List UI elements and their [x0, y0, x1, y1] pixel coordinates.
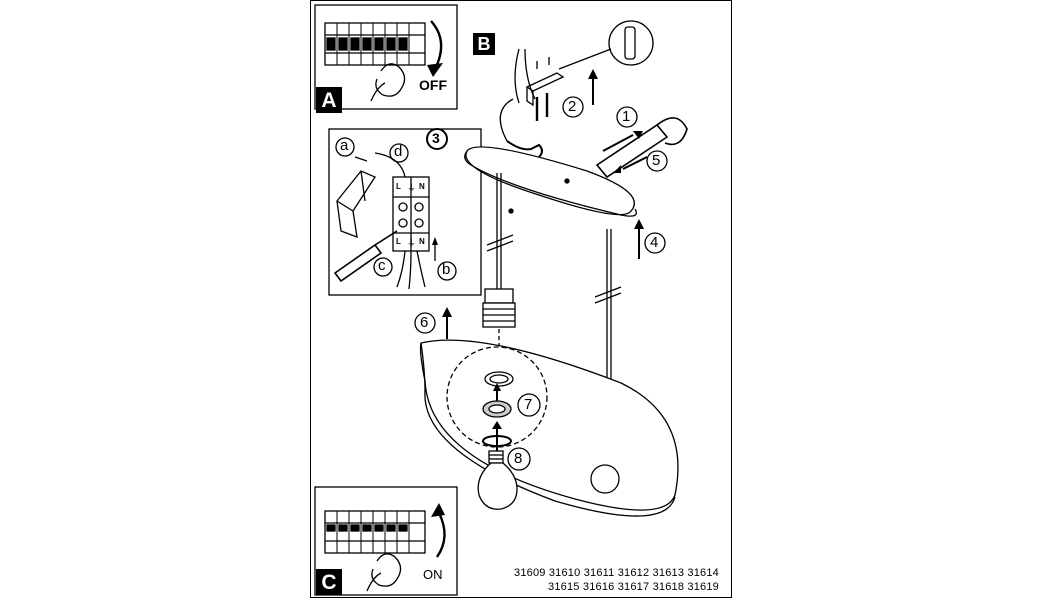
product-codes-line-1: 31609 31610 31611 31612 31613 31614: [514, 567, 719, 579]
hand-icon-c: [366, 553, 402, 592]
bulb-icon-second: [590, 464, 620, 494]
breaker-switch-icon: [324, 22, 426, 66]
product-codes-line-2: 31615 31616 31617 31618 31619: [548, 581, 719, 593]
wiring-part-a: a: [340, 137, 349, 154]
step-1-circle: [616, 106, 638, 128]
rotate-arrow-icon: [482, 421, 512, 451]
wiring-step-label: 3: [432, 130, 440, 146]
assembly-diagram: [314, 4, 688, 596]
lamp-shade: [419, 339, 679, 517]
label-d-circle: [389, 143, 409, 163]
ring-icon: [482, 371, 514, 418]
step-7-label: 7: [524, 396, 533, 413]
step-8-label: 8: [514, 450, 523, 467]
instruction-sheet: A OFF B 3 a d c b L ⏚ N L ⏚ N 1 2 4 5 6 …: [310, 0, 732, 598]
step-4-circle: [644, 232, 666, 254]
wiring-part-d: d: [394, 143, 403, 160]
step-8-circle: [507, 447, 531, 471]
label-b-circle: [437, 261, 457, 281]
mains-cable: [499, 48, 536, 142]
lamp-holder-icon: [482, 288, 516, 328]
label-a-circle: [335, 137, 355, 157]
zoom-ring-circle: [446, 346, 548, 448]
step-6-label: 6: [420, 314, 429, 331]
wiring-part-c: c: [378, 257, 386, 274]
step-5-circle: [646, 150, 668, 172]
terminal-top-n: N: [419, 182, 425, 191]
panel-wiring: [328, 128, 482, 296]
panel-a-letter: A: [316, 87, 342, 113]
suspension-rods: [486, 173, 622, 397]
panel-a-action-label: OFF: [419, 77, 447, 93]
step-2-label: 2: [568, 98, 577, 115]
wiring-part-b: b: [442, 261, 451, 278]
hand-icon: [370, 63, 406, 102]
step-7-circle: [517, 393, 541, 417]
step-4-label: 4: [650, 234, 659, 251]
bulb-icon: [477, 450, 518, 510]
screwdriver-icon: [333, 230, 398, 283]
zoom-wall-plug-circle: [608, 20, 654, 66]
panel-c-action-label: ON: [423, 567, 443, 582]
breaker-switch-icon-on: [324, 510, 426, 554]
terminal-block-icon: [392, 176, 430, 252]
bracket-icon: [336, 170, 376, 238]
terminal-bottom-l: L: [396, 237, 401, 246]
step-3-circle: [426, 128, 448, 150]
terminal-bottom-earth: ⏚: [407, 238, 417, 248]
screwdriver-icon-large: [595, 117, 688, 179]
step-5-label: 5: [652, 152, 661, 169]
mounting-bracket-icon: [525, 72, 565, 121]
terminal-top-earth: ⏚: [407, 183, 417, 193]
step-6-circle: [414, 312, 436, 334]
terminal-bottom-n: N: [419, 237, 425, 246]
panel-c-letter: C: [316, 569, 342, 595]
switch-on-arrow-icon: [436, 512, 446, 558]
label-c-circle: [373, 257, 393, 277]
panel-b-letter: B: [473, 33, 495, 55]
step-2-circle: [562, 96, 584, 118]
step-1-label: 1: [622, 108, 631, 125]
terminal-top-l: L: [396, 182, 401, 191]
canopy: [464, 140, 638, 217]
